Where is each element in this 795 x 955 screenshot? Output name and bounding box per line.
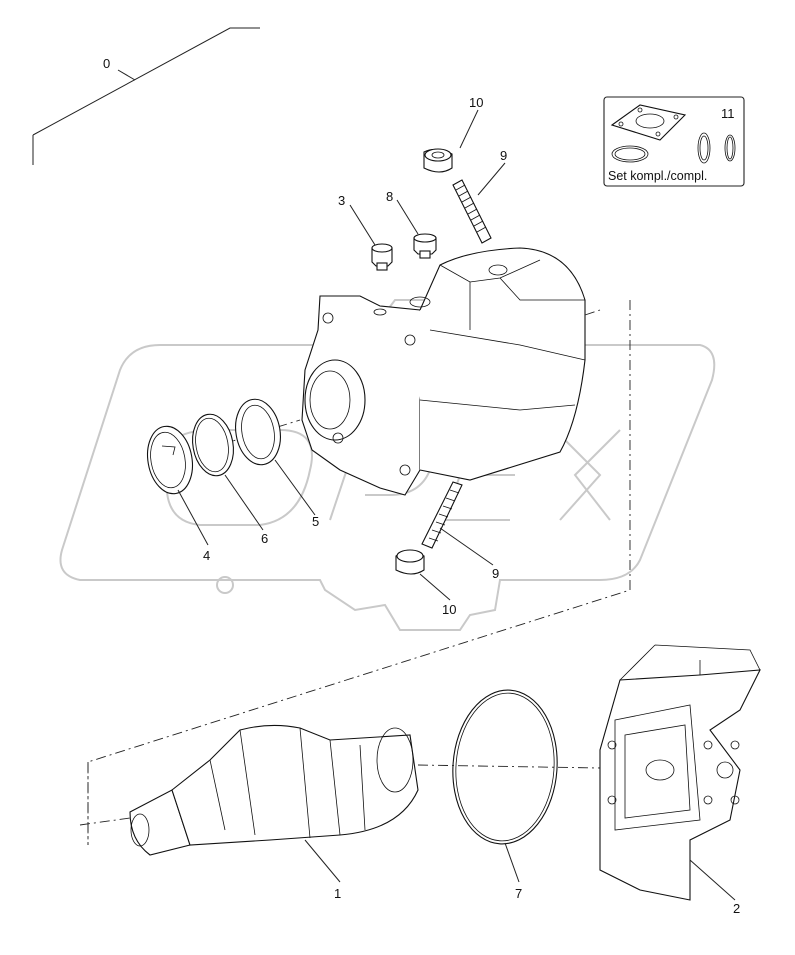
callout-4: 4 bbox=[203, 548, 210, 563]
kit-label: Set kompl./compl. bbox=[608, 169, 707, 183]
callout-10-top: 10 bbox=[469, 95, 483, 110]
part-6-ring bbox=[192, 413, 234, 477]
callout-9-bottom: 9 bbox=[492, 566, 499, 581]
part-8-plug bbox=[413, 233, 437, 259]
part-7-o-ring bbox=[417, 689, 601, 845]
callout-8: 8 bbox=[386, 189, 393, 204]
seal-kit-box: 11 Set kompl./compl. bbox=[603, 96, 745, 187]
part-1-drive-shaft bbox=[79, 724, 419, 856]
part-3-plug bbox=[371, 243, 393, 271]
callout-9-top: 9 bbox=[500, 148, 507, 163]
callout-11: 11 bbox=[721, 106, 735, 121]
part-4-circlip bbox=[146, 425, 194, 495]
callout-5: 5 bbox=[312, 514, 319, 529]
leader-lines bbox=[117, 69, 736, 901]
part-10-nut-bottom bbox=[395, 549, 425, 575]
motor-housing bbox=[219, 247, 601, 496]
callout-0: 0 bbox=[103, 56, 110, 71]
part-2-end-cover bbox=[599, 644, 761, 901]
callout-2: 2 bbox=[733, 901, 740, 916]
callout-3: 3 bbox=[338, 193, 345, 208]
part-9-stud-bottom bbox=[421, 481, 463, 549]
callout-7: 7 bbox=[515, 886, 522, 901]
callout-labels: 0 1 2 3 4 5 6 7 8 9 9 10 10 bbox=[103, 56, 740, 916]
assembly-frame bbox=[32, 27, 631, 845]
callout-10-bottom: 10 bbox=[442, 602, 456, 617]
callout-6: 6 bbox=[261, 531, 268, 546]
part-10-nut-top bbox=[423, 148, 453, 173]
part-9-stud-top bbox=[452, 179, 492, 244]
callout-1: 1 bbox=[334, 886, 341, 901]
part-5-seal-ring bbox=[235, 398, 281, 466]
